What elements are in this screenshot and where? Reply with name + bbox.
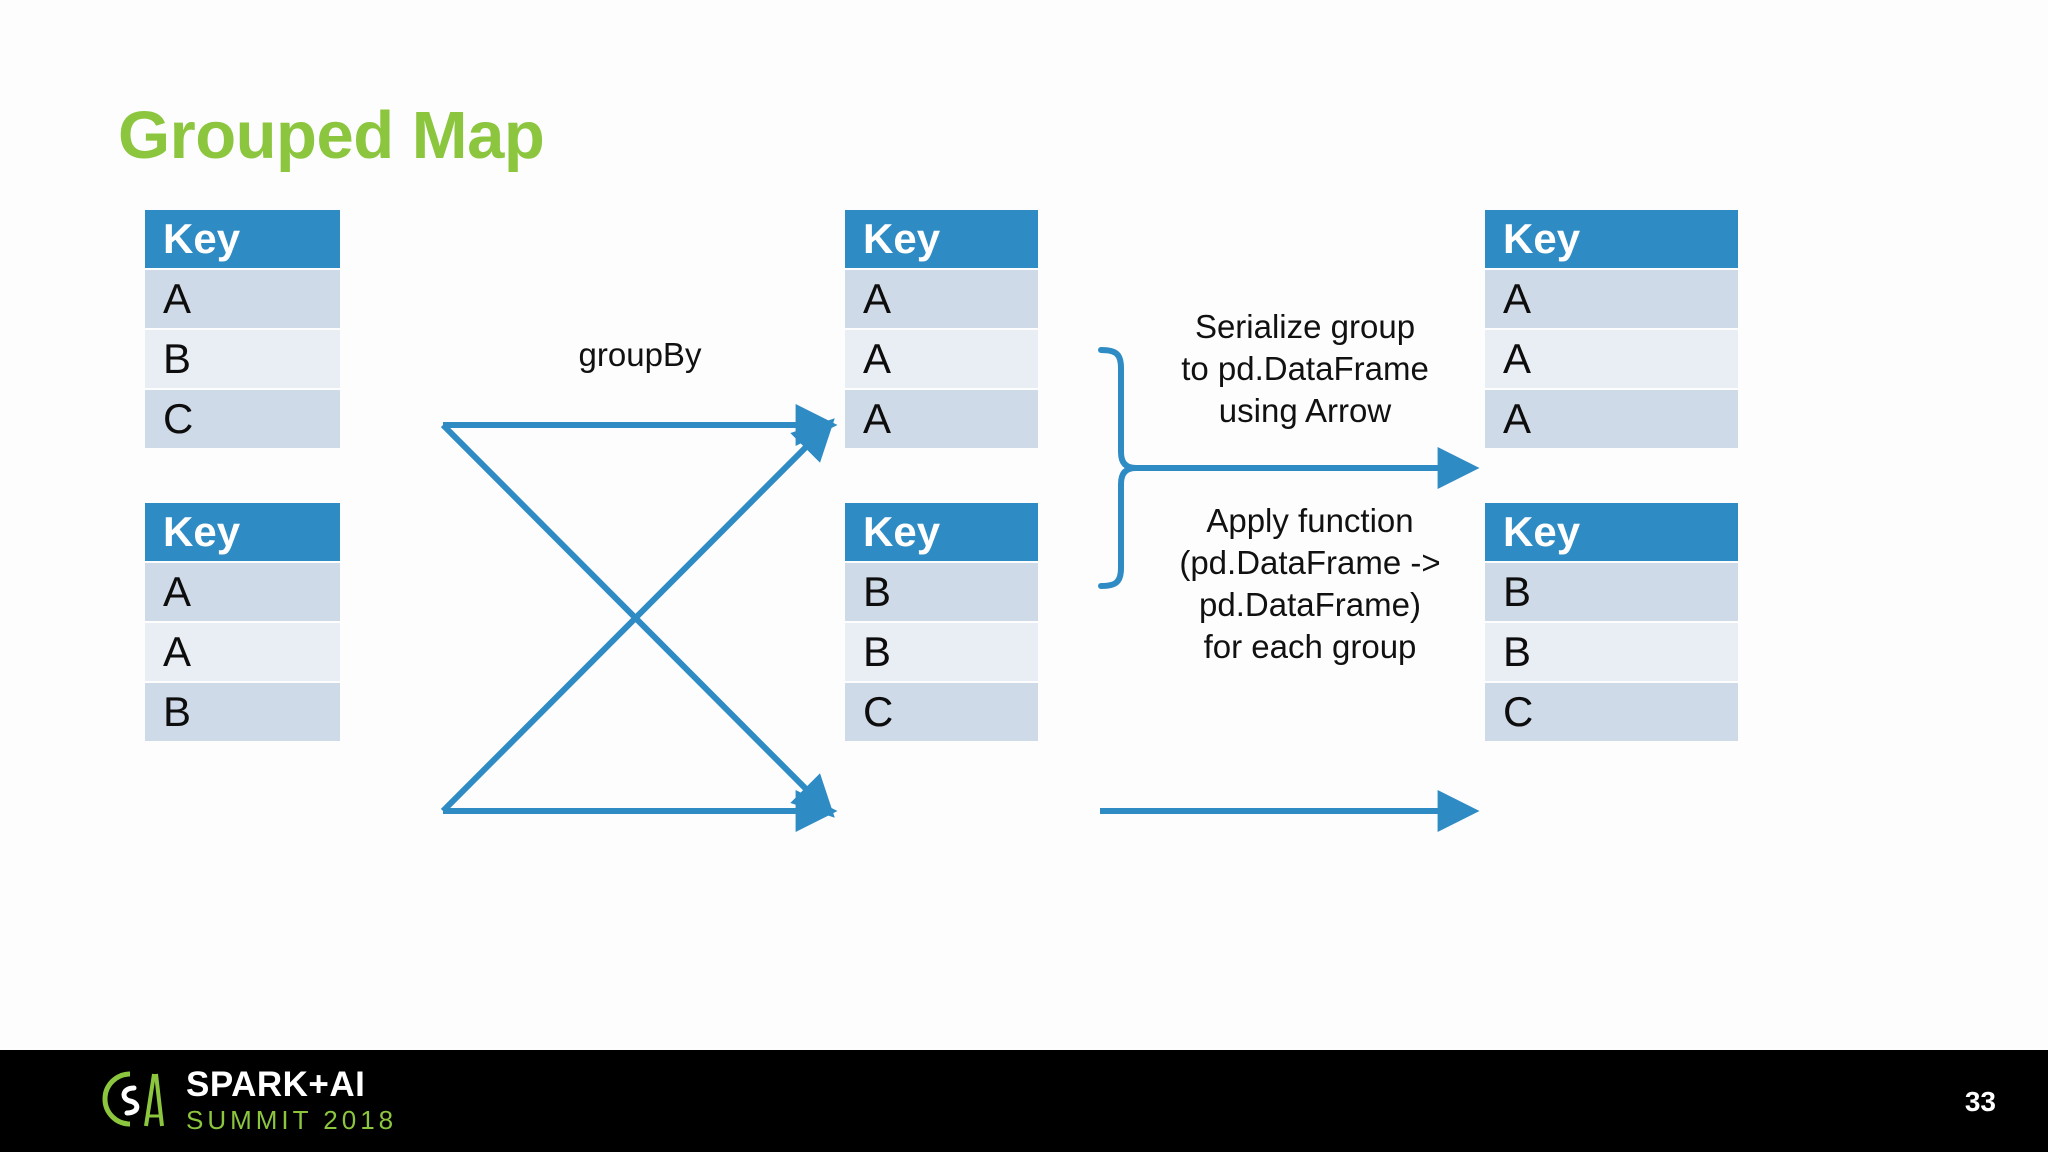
- table-row: A: [1485, 270, 1738, 328]
- table-header-cell: Key: [845, 503, 1038, 561]
- curly-brace: [1098, 347, 1139, 589]
- table-row: A: [145, 563, 340, 621]
- table-input-top: Key A B C: [145, 210, 340, 448]
- table-row: B: [145, 330, 340, 388]
- table-grouped-top: Key A A A: [845, 210, 1038, 448]
- table-row: A: [1485, 330, 1738, 388]
- table-row: A: [145, 623, 340, 681]
- brand-name: SPARK+AI: [186, 1065, 366, 1104]
- table-grouped-bottom: Key B B C: [845, 503, 1038, 741]
- table-output-bottom: Key B B C: [1485, 503, 1738, 741]
- table-row: B: [1485, 623, 1738, 681]
- table-row: A: [845, 390, 1038, 448]
- brand-tagline: SUMMIT 2018: [186, 1105, 398, 1135]
- table-row: B: [145, 683, 340, 741]
- table-input-bottom: Key A A B: [145, 503, 340, 741]
- label-apply-function: Apply function (pd.DataFrame -> pd.DataF…: [1179, 502, 1441, 665]
- arrow-groupby-diagonal-up: [440, 418, 835, 814]
- table-header-cell: Key: [1485, 210, 1738, 268]
- page-title: Grouped Map: [118, 98, 545, 173]
- table-row: B: [845, 623, 1038, 681]
- table-row: C: [845, 683, 1038, 741]
- table-row: A: [1485, 390, 1738, 448]
- table-row: B: [1485, 563, 1738, 621]
- table-row: C: [1485, 683, 1738, 741]
- table-header-cell: Key: [145, 503, 340, 561]
- table-header-cell: Key: [1485, 503, 1738, 561]
- table-row: A: [845, 330, 1038, 388]
- label-groupby: groupBy: [578, 336, 702, 373]
- brand-logo: SPARK+AI SUMMIT 2018: [100, 1064, 397, 1136]
- footer-bar: SPARK+AI SUMMIT 2018 33: [0, 1050, 2048, 1152]
- table-output-top: Key A A A: [1485, 210, 1738, 448]
- arrow-groupby-diagonal-down: [440, 422, 835, 818]
- table-row: C: [145, 390, 340, 448]
- table-row: A: [845, 270, 1038, 328]
- table-row: B: [845, 563, 1038, 621]
- table-header-cell: Key: [845, 210, 1038, 268]
- page-number: 33: [1964, 1086, 1996, 1117]
- table-row: A: [145, 270, 340, 328]
- brand-logo-text: SPARK+AI SUMMIT 2018: [186, 1067, 397, 1133]
- label-serialize-to-arrow: Serialize group to pd.DataFrame using Ar…: [1181, 308, 1429, 429]
- table-header-cell: Key: [145, 210, 340, 268]
- spark-ai-summit-logo-icon: [102, 1071, 164, 1127]
